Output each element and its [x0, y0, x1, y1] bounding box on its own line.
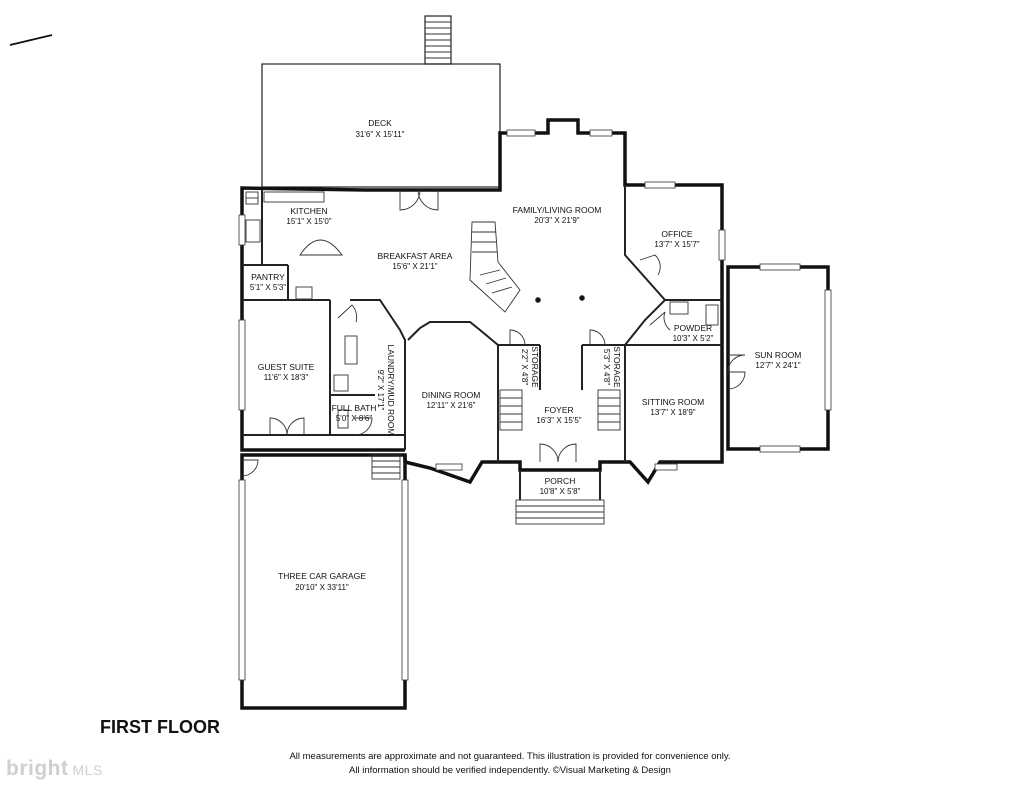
room-dims: 16'3" X 15'5"	[536, 416, 581, 425]
porch-steps	[515, 499, 605, 525]
corner-mark	[9, 34, 53, 46]
room-dims: 20'10" X 33'11"	[295, 583, 349, 592]
room-dims: 2'2" X 4'8"	[520, 349, 529, 385]
room-dims: 13'7" X 18'9"	[650, 408, 695, 417]
disclaimer-line: All measurements are approximate and not…	[289, 751, 731, 762]
room-dims: 31'6" X 15'11"	[355, 130, 404, 139]
room-dims: 15'6" X 21'1"	[392, 262, 437, 271]
room-dims: 9'2" X 17'1"	[376, 370, 385, 411]
room-dims: 15'1" X 15'0"	[286, 217, 331, 226]
room-name: DECK	[368, 118, 392, 128]
room-name: PANTRY	[251, 272, 285, 282]
watermark-suffix: MLS	[72, 762, 103, 778]
room-name: STORAGE	[612, 346, 622, 388]
room-name: SUN ROOM	[755, 350, 802, 360]
room-dims: 10'8" X 5'8"	[540, 487, 581, 496]
room-dims: 12'11" X 21'6"	[426, 401, 475, 410]
room-name: GUEST SUITE	[258, 362, 315, 372]
fixtures	[245, 191, 719, 429]
deck-area	[261, 15, 501, 188]
disclaimer-line: All information should be verified indep…	[349, 765, 671, 776]
room-dims: 13'7" X 15'7"	[654, 240, 699, 249]
room-name: PORCH	[545, 476, 576, 486]
room-name: THREE CAR GARAGE	[278, 571, 366, 581]
room-name: DINING ROOM	[422, 390, 481, 400]
room-name: FULL BATH	[332, 403, 377, 413]
floor-title: FIRST FLOOR	[100, 717, 220, 737]
room-dims: 12'7" X 24'1"	[755, 361, 800, 370]
room-dims: 5'3" X 4'8"	[602, 349, 611, 385]
room-name: FOYER	[544, 405, 573, 415]
room-dims: 5'0" X 8'6"	[336, 414, 372, 423]
room-name: KITCHEN	[290, 206, 327, 216]
room-name: STORAGE	[530, 346, 540, 388]
room-dims: 20'3" X 21'9"	[534, 216, 579, 225]
disclaimer: All measurements are approximate and not…	[200, 750, 820, 778]
room-name: FAMILY/LIVING ROOM	[513, 205, 602, 215]
room-name: BREAKFAST AREA	[378, 251, 453, 261]
room-name: SITTING ROOM	[642, 397, 704, 407]
room-name: OFFICE	[661, 229, 692, 239]
doors	[241, 189, 746, 477]
room-name: POWDER	[674, 323, 712, 333]
watermark-brand: bright	[6, 757, 69, 780]
interior-walls	[242, 185, 722, 500]
windows	[238, 129, 832, 681]
room-dims: 11'6" X 18'3"	[264, 373, 309, 382]
staircases	[371, 221, 621, 480]
room-labels: DECK 31'6" X 15'11" KITCHEN 15'1" X 15'0…	[250, 118, 802, 592]
room-name: LAUNDRY/MUD ROOM	[386, 345, 396, 436]
room-dims: 10'3" X 5'2"	[673, 334, 714, 343]
room-dims: 5'1" X 5'3"	[250, 283, 286, 292]
